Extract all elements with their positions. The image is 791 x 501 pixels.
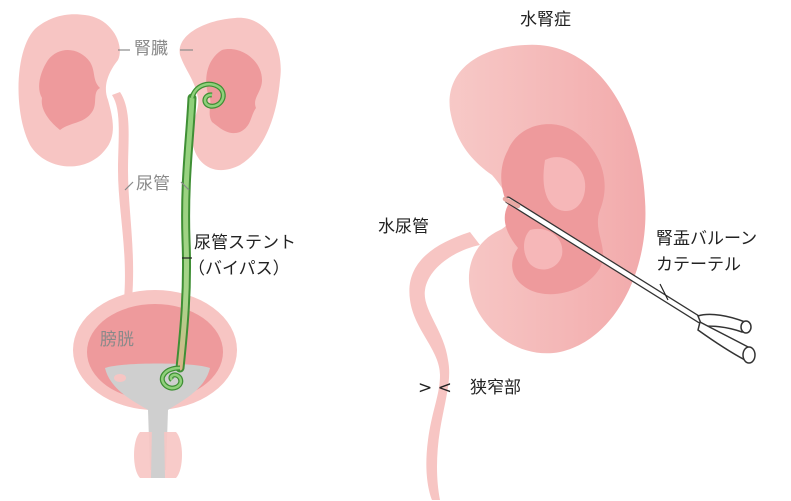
kidney-label: 腎臓 [134, 39, 168, 59]
ureteral-stent [159, 81, 226, 391]
left-ureter [112, 92, 134, 300]
ureter-leader-left [124, 181, 134, 191]
catheter-leader [659, 283, 669, 301]
stent-label-line2: （バイパス） [188, 259, 290, 279]
ureter-leader-right [180, 181, 190, 191]
hydronephrotic-kidney [449, 44, 646, 354]
bladder [73, 290, 237, 478]
right-kidney [179, 17, 281, 171]
bladder-label: 膀胱 [100, 330, 134, 350]
hydronephrosis-title: 水腎症 [520, 10, 571, 30]
hydroureter [409, 232, 480, 500]
stricture-marker: > < [418, 378, 452, 398]
catheter-label-line1: 腎盂バルーン [656, 229, 758, 249]
stricture-label: 狭窄部 [470, 378, 521, 398]
left-kidney [18, 14, 120, 167]
stent-label-line1: 尿管ステント [194, 233, 296, 253]
hydroureter-label: 水尿管 [378, 217, 429, 237]
catheter-label-line2: カテーテル [656, 255, 741, 275]
ureter-label: 尿管 [136, 174, 170, 194]
